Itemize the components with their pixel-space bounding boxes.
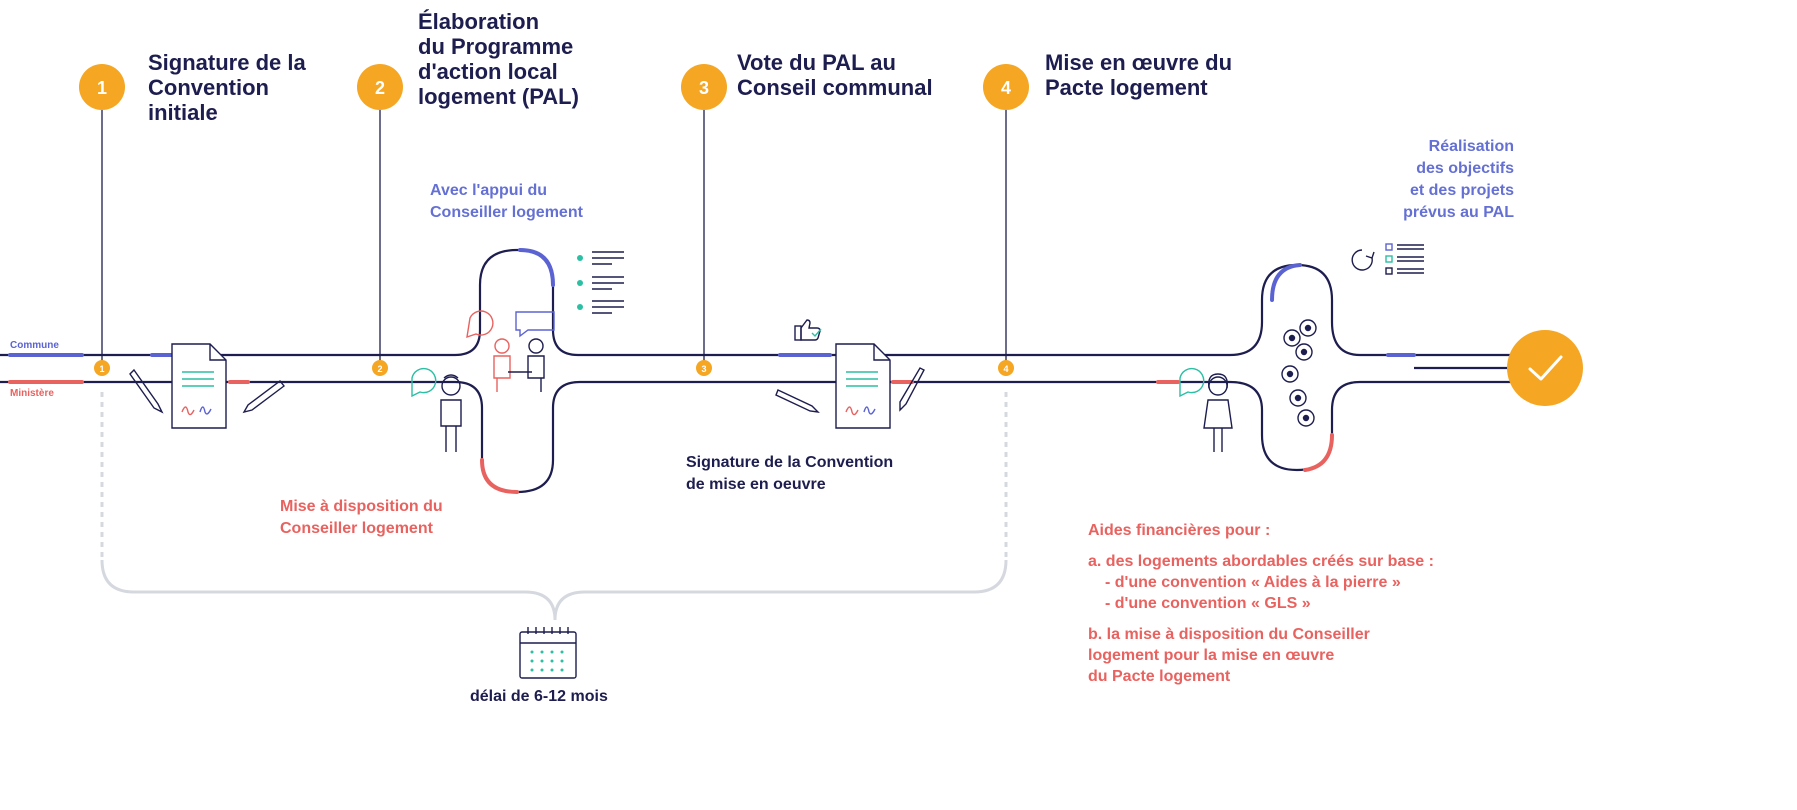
lane-label-commune: Commune [10, 340, 59, 351]
aides-title: Aides financières pour : [1088, 522, 1271, 539]
aides-a-item-1: - d'une convention « Aides à la pierre » [1105, 574, 1401, 591]
step-lines [101, 110, 1007, 368]
aides-a-item-2: - d'une convention « GLS » [1105, 595, 1311, 612]
meeting-icon [466, 310, 555, 392]
pen-icon [129, 368, 285, 414]
step-badge-4: 4 [983, 64, 1029, 110]
step-number-1: 1 [97, 78, 107, 98]
document-icon [171, 343, 227, 429]
step-badge-2: 2 [357, 64, 403, 110]
delay-label: délai de 6-12 mois [470, 688, 608, 705]
lane-markers: 1 2 3 4 [94, 360, 1014, 376]
step-title-3: Vote du PAL au Conseil communal [737, 50, 933, 100]
refresh-icon [1351, 249, 1375, 271]
lane-marker-1: 1 [99, 364, 104, 374]
checkmark-icon [1414, 330, 1583, 406]
note-appui-conseiller: Avec l'appui du Conseiller logement [430, 182, 583, 221]
aides-b-text: b. la mise à disposition du Conseiller l… [1088, 626, 1370, 685]
lane-marker-2: 2 [377, 364, 382, 374]
delay-dashes [100, 392, 1008, 560]
delay-bracket [100, 559, 1008, 621]
step-title-1: Signature de la Convention initiale [148, 50, 306, 125]
step-title-4: Mise en œuvre du Pacte logement [1045, 50, 1233, 100]
step-number-4: 4 [1001, 78, 1011, 98]
lane-label-ministere: Ministère [10, 388, 54, 399]
calendar-icon [519, 627, 577, 679]
step-badge-1: 1 [79, 64, 125, 110]
pen-icon-2 [775, 367, 925, 413]
step-number-2: 2 [375, 78, 385, 98]
coins-icon [1281, 319, 1317, 427]
lane-accents [8, 248, 1416, 494]
note-mise-a-disposition: Mise à disposition du Conseiller logemen… [280, 498, 443, 537]
person-icon-2 [1179, 367, 1233, 452]
step-title-2: Élaboration du Programme d'action local … [418, 9, 579, 109]
checklist-icon [577, 251, 624, 314]
document-icon-2 [835, 343, 891, 429]
aides-a-intro: a. des logements abordables créés sur ba… [1088, 553, 1434, 570]
note-signature-mise-en-oeuvre: Signature de la Convention de mise en oe… [686, 454, 894, 493]
thumbs-up-icon [794, 319, 822, 341]
step-number-3: 3 [699, 78, 709, 98]
person-icon [411, 367, 462, 452]
lane-marker-3: 3 [701, 364, 706, 374]
task-list-icon [1385, 243, 1424, 275]
step-badge-3: 3 [681, 64, 727, 110]
lane-marker-4: 4 [1003, 364, 1008, 374]
note-realisation: Réalisation des objectifs et des projets… [1403, 138, 1514, 221]
